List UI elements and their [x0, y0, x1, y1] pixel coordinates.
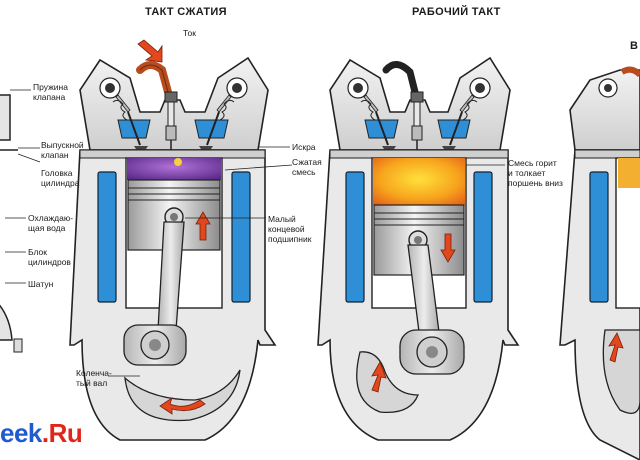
label-current: Ток	[183, 28, 196, 38]
piston-down-arrow	[440, 233, 456, 263]
label-valve-spring: Пружина клапана	[33, 82, 68, 102]
current-arrow	[137, 39, 163, 63]
title-right-partial: В	[630, 40, 639, 52]
coolant-jacket-left-2	[345, 171, 365, 303]
label-compressed-mixture: Сжатая смесь	[292, 157, 322, 177]
title-power-stroke: РАБОЧИЙ ТАКТ	[412, 6, 501, 18]
watermark: eek.Ru	[0, 418, 83, 449]
burning-mixture	[373, 158, 465, 205]
spark-plug-2	[382, 61, 424, 150]
engine-right-partial	[559, 66, 640, 460]
valve-left-2	[347, 77, 396, 152]
label-coolant: Охлаждаю- щая вода	[28, 213, 74, 233]
valve-right	[199, 77, 248, 152]
label-mixture-burns: Смесь горит и толкает поршень вниз	[508, 158, 563, 188]
label-crankshaft: Коленча- тый вал	[76, 368, 112, 388]
coolant-jacket-right	[231, 171, 251, 303]
label-spark: Искра	[292, 142, 316, 152]
left-leader-lines	[5, 89, 41, 284]
piston-up-arrow	[195, 211, 211, 241]
engine-power	[317, 56, 520, 441]
spark-plug	[136, 61, 178, 150]
coolant-jacket-right-2	[473, 171, 493, 303]
watermark-red: .Ru	[41, 418, 83, 448]
label-cylinder-head: Головка цилиндра	[41, 168, 80, 188]
valve-right-2	[442, 77, 491, 152]
label-small-end-bearing: Малый концевой подшипник	[268, 214, 312, 244]
coolant-jacket-left	[97, 171, 117, 303]
label-cylinder-block: Блок цилиндров	[28, 247, 71, 267]
compressed-mixture	[127, 158, 221, 180]
crank-rotation-arrow-2	[371, 361, 387, 393]
watermark-blue: eek	[0, 418, 42, 448]
label-connecting-rod: Шатун	[28, 279, 54, 289]
label-exhaust-valve: Выпускной клапан	[41, 140, 84, 160]
title-compression-stroke: ТАКТ СЖАТИЯ	[145, 6, 227, 18]
crank-rotation-arrow	[159, 397, 206, 415]
middle-leader-lines	[108, 146, 293, 377]
engine-left-partial	[0, 94, 23, 353]
engine-compression	[69, 39, 277, 441]
